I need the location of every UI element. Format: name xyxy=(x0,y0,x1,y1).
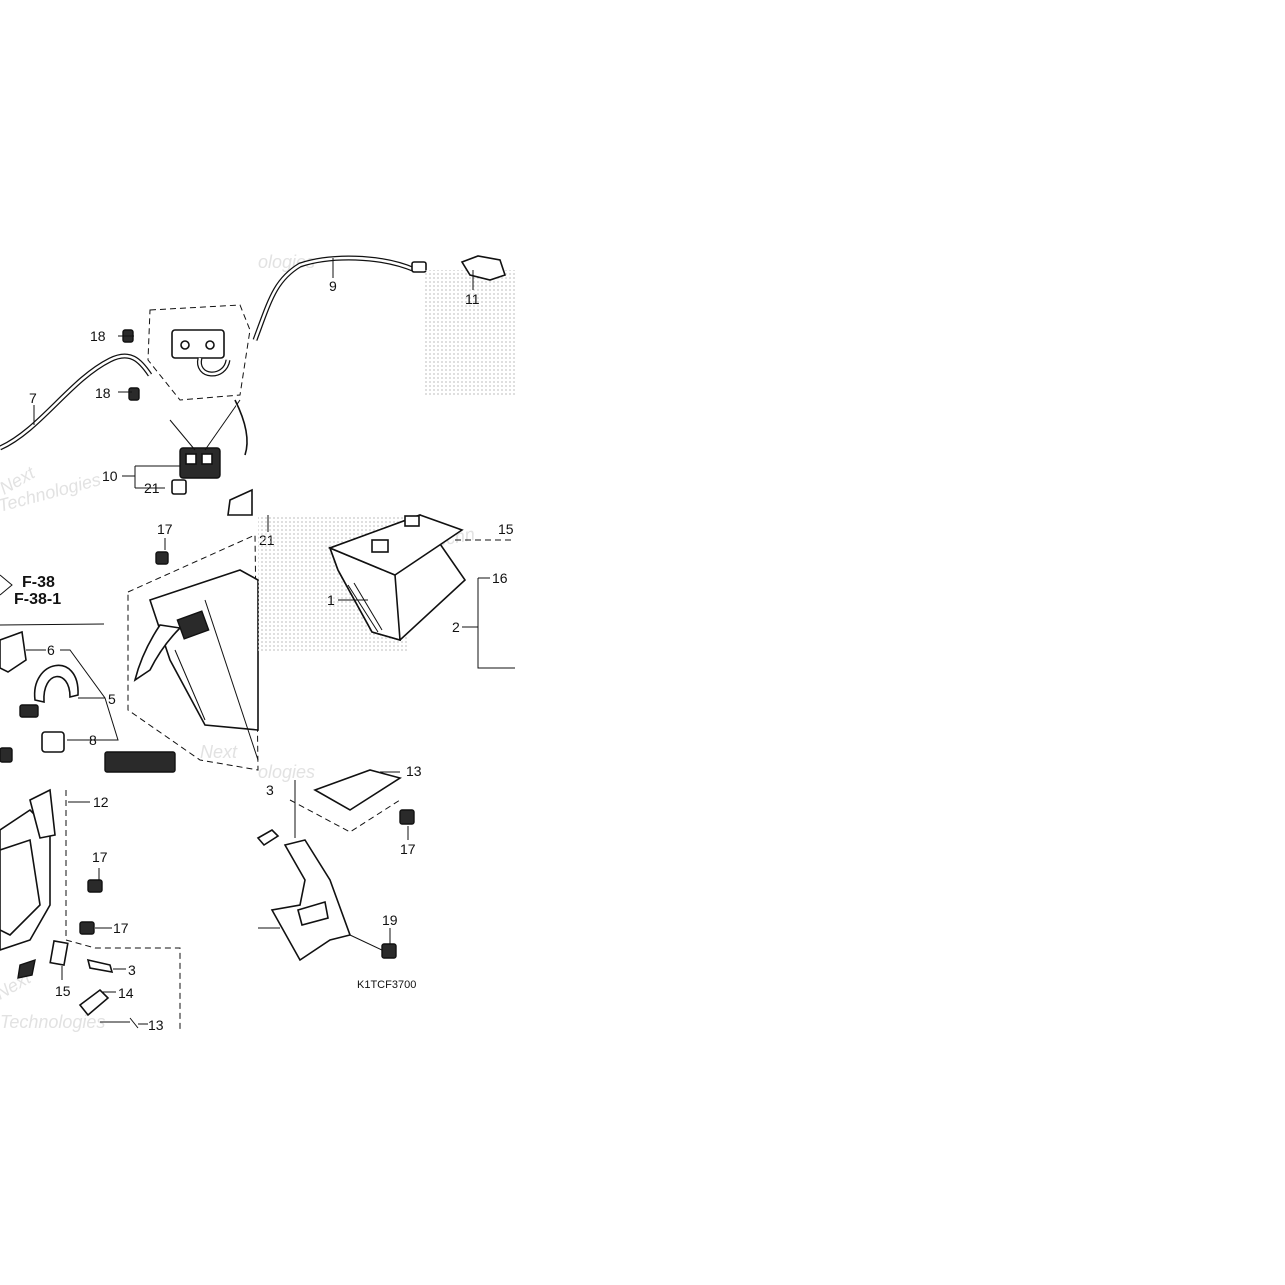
battery-band xyxy=(34,664,79,704)
callout-14: 14 xyxy=(118,985,134,1001)
callout-3: 3 xyxy=(128,962,136,978)
callout-6: 6 xyxy=(47,642,55,658)
callout-7: 7 xyxy=(29,390,37,406)
battery-case xyxy=(148,569,259,731)
watermark-text: Technologies xyxy=(0,1012,105,1032)
terminal-icon xyxy=(371,539,389,553)
bolt-icon xyxy=(155,551,169,565)
callout-9: 9 xyxy=(329,278,337,294)
callout-19: 17 xyxy=(157,521,173,537)
tray-plate xyxy=(313,769,402,811)
watermark-text: Next xyxy=(200,742,238,762)
reference-page-label: F-38-1 xyxy=(14,591,61,608)
bolt-icon xyxy=(122,329,140,401)
reference-page-label: F-38 xyxy=(22,574,55,591)
callout-15: 15 xyxy=(55,983,71,999)
fuse-icon xyxy=(171,479,187,495)
rubber-stopper xyxy=(41,731,65,753)
bolt-icon xyxy=(399,809,415,825)
callout-10: 10 xyxy=(102,468,118,484)
pad-icon xyxy=(256,829,280,847)
callout-2: 2 xyxy=(452,619,460,635)
battery xyxy=(327,514,467,642)
pad-icon xyxy=(86,958,114,974)
callout-15: 15 xyxy=(498,521,514,537)
tile-harness: Next Technologies ologies xyxy=(0,252,515,516)
callout-11: 11 xyxy=(465,291,480,307)
callout-12: 12 xyxy=(93,794,109,810)
tile-bracket: ologies 13 17 3 19 K1TCF3700 xyxy=(256,762,422,991)
tile-battery-case: Next F-38 F-38-1 17 6 5 8 xyxy=(0,515,275,773)
callout-3: 3 xyxy=(266,782,274,798)
pad-icon xyxy=(49,940,69,966)
callout-19: 17 xyxy=(113,920,129,936)
terminal-icon xyxy=(404,515,420,527)
callout-17: 19 xyxy=(382,912,398,928)
callout-19: 17 xyxy=(92,849,108,865)
tile-battery-cover: Next Technologies 17 17 12 15 3 14 1 xyxy=(0,788,181,1033)
callout-8: 8 xyxy=(89,732,97,748)
callout-5: 5 xyxy=(108,691,116,707)
callout-18: 18 xyxy=(90,328,106,344)
callout-18: 18 xyxy=(95,385,111,401)
battery-bracket xyxy=(270,839,352,962)
callout-1: 1 xyxy=(327,592,335,608)
diagram-code: K1TCF3700 xyxy=(357,979,416,991)
callout-19: 17 xyxy=(400,841,416,857)
callout-13: 13 xyxy=(406,763,422,779)
rubber-cap xyxy=(0,630,27,673)
callout-21: 21 xyxy=(144,480,160,496)
bolt-icon xyxy=(381,943,397,959)
callout-13: 13 xyxy=(148,1017,164,1033)
bolt-icon xyxy=(79,879,103,935)
pad-icon xyxy=(78,988,110,1017)
callout-16: 16 xyxy=(492,570,508,586)
cable-end-connector xyxy=(411,261,427,273)
tile-battery: Techn 1 15 16 2 xyxy=(258,514,515,669)
logo-watermark xyxy=(425,270,515,395)
starter-relay xyxy=(171,329,225,359)
watermark-text: ologies xyxy=(258,762,315,782)
